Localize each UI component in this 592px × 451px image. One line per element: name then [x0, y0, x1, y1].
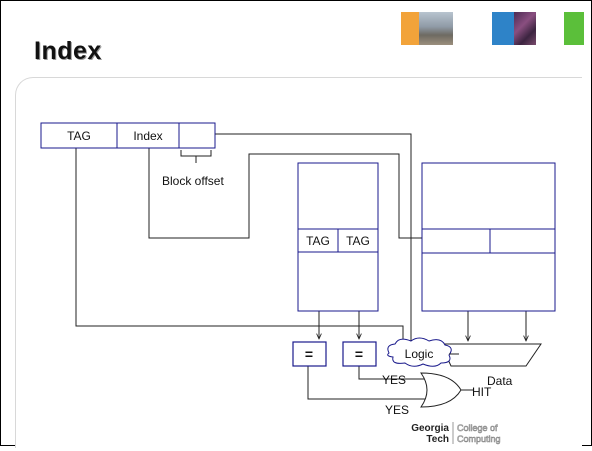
- offset-bracket: [181, 150, 211, 163]
- logo-computing: Computing: [457, 434, 501, 444]
- logo-college-of: College of: [457, 423, 498, 433]
- address-tag-label: TAG: [67, 129, 91, 143]
- hit-label: HIT: [472, 385, 492, 399]
- data-mux: [441, 344, 541, 366]
- logo-tech: Tech: [426, 434, 449, 445]
- logo-georgia: Georgia: [411, 423, 449, 434]
- or-gate: [421, 373, 461, 407]
- index-wire: [149, 148, 423, 238]
- tag-cell-label-2: TAG: [346, 234, 370, 248]
- cmp1-out: [308, 366, 429, 399]
- block-offset-label: Block offset: [162, 174, 224, 188]
- data-array: [422, 163, 555, 311]
- tag-cell-label-1: TAG: [306, 234, 330, 248]
- yes-label-2: YES: [385, 403, 409, 417]
- address-index-label: Index: [133, 129, 162, 143]
- comparator-1-symbol: =: [305, 346, 313, 362]
- logic-label: Logic: [405, 347, 434, 361]
- comparator-2-symbol: =: [355, 346, 363, 362]
- georgia-tech-logo: Georgia Tech College of Computing: [409, 420, 513, 451]
- yes-label-1: YES: [382, 373, 406, 387]
